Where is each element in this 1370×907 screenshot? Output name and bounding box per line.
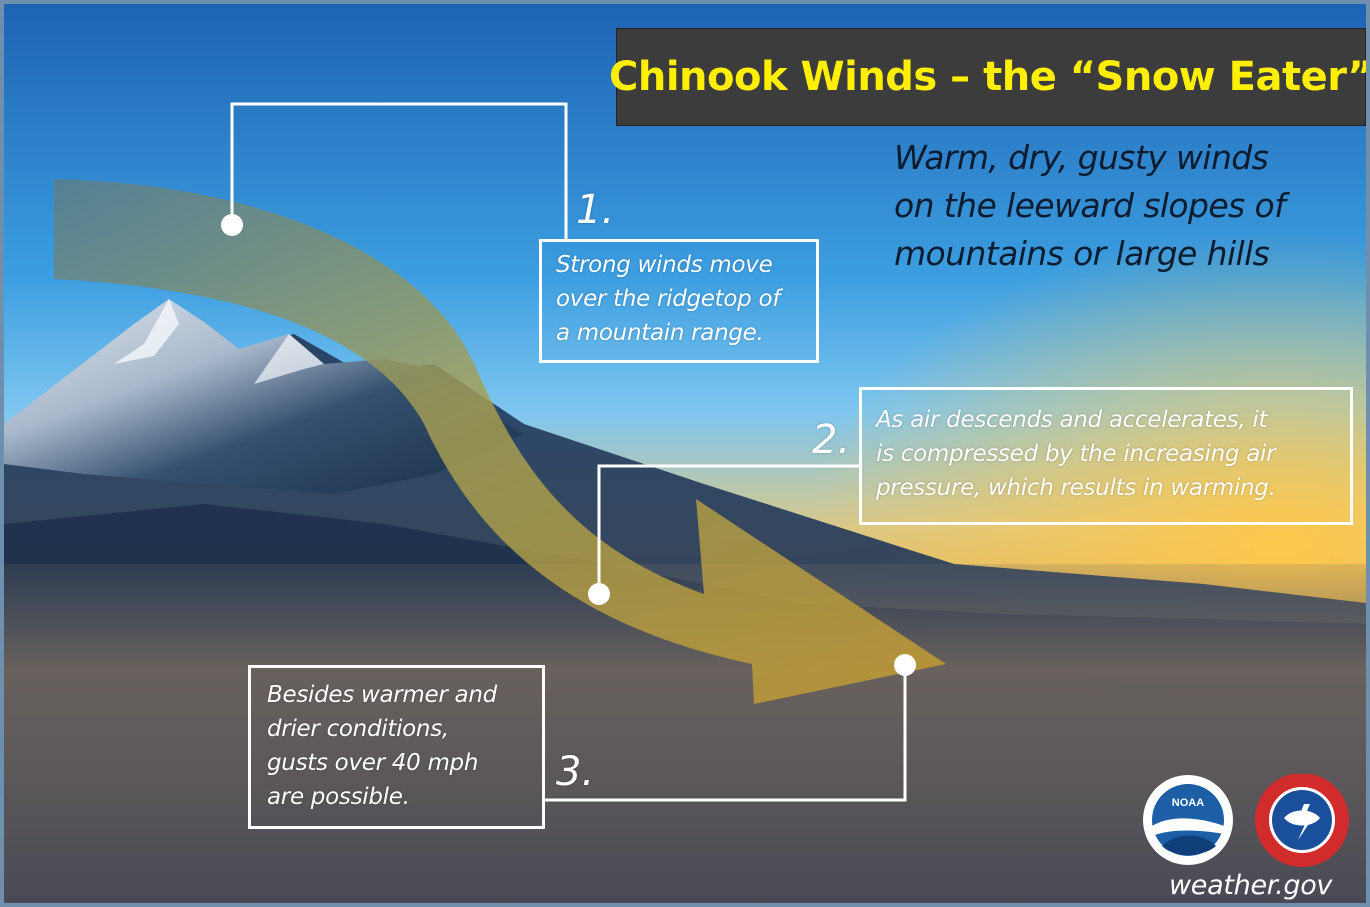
step-2-line: is compressed by the increasing air [876, 441, 1276, 467]
callout-connectors [221, 102, 916, 802]
step-2-line: pressure, which results in warming. [876, 475, 1276, 501]
definition-line: Warm, dry, gusty winds [894, 138, 1269, 177]
connector-step-2 [597, 464, 859, 592]
svg-text:NOAA: NOAA [1172, 797, 1204, 809]
agency-logos: NOAA [1143, 774, 1349, 867]
step-1-line: over the ridgetop of [556, 286, 781, 312]
step-2-line: As air descends and accelerates, it [876, 407, 1268, 433]
website-label: weather.gov [1169, 870, 1333, 901]
definition-line: on the leeward slopes of [894, 186, 1286, 225]
nws-logo-icon [1255, 774, 1349, 867]
marker-dot-3 [894, 654, 916, 676]
definition-text: Warm, dry, gusty winds on the leeward sl… [894, 134, 1334, 278]
title-banner: Chinook Winds – the “Snow Eater” [609, 28, 1366, 126]
step-1-number: 1. [576, 187, 615, 233]
marker-dot-1 [221, 214, 243, 236]
step-3-line: drier conditions, [267, 716, 449, 742]
connector-step-3 [544, 666, 907, 802]
page-title: Chinook Winds – the “Snow Eater” [608, 54, 1370, 100]
connector-step-1 [230, 102, 568, 239]
marker-dot-2 [588, 583, 610, 605]
noaa-logo-icon: NOAA [1143, 775, 1233, 865]
step-2-number: 2. [812, 417, 851, 463]
step-3-line: Besides warmer and [267, 682, 497, 708]
step-1-line: Strong winds move [556, 252, 773, 278]
step-3-line: gusts over 40 mph [267, 750, 479, 776]
step-3-callout: Besides warmer and drier conditions, gus… [248, 665, 545, 829]
step-3-number: 3. [556, 749, 595, 795]
mountain-scene-background [4, 4, 1366, 903]
definition-line: mountains or large hills [894, 234, 1270, 273]
step-1-line: a mountain range. [556, 320, 764, 346]
step-2-callout: As air descends and accelerates, it is c… [859, 387, 1353, 525]
step-3-line: are possible. [267, 784, 410, 810]
step-1-callout: Strong winds move over the ridgetop of a… [539, 239, 819, 363]
